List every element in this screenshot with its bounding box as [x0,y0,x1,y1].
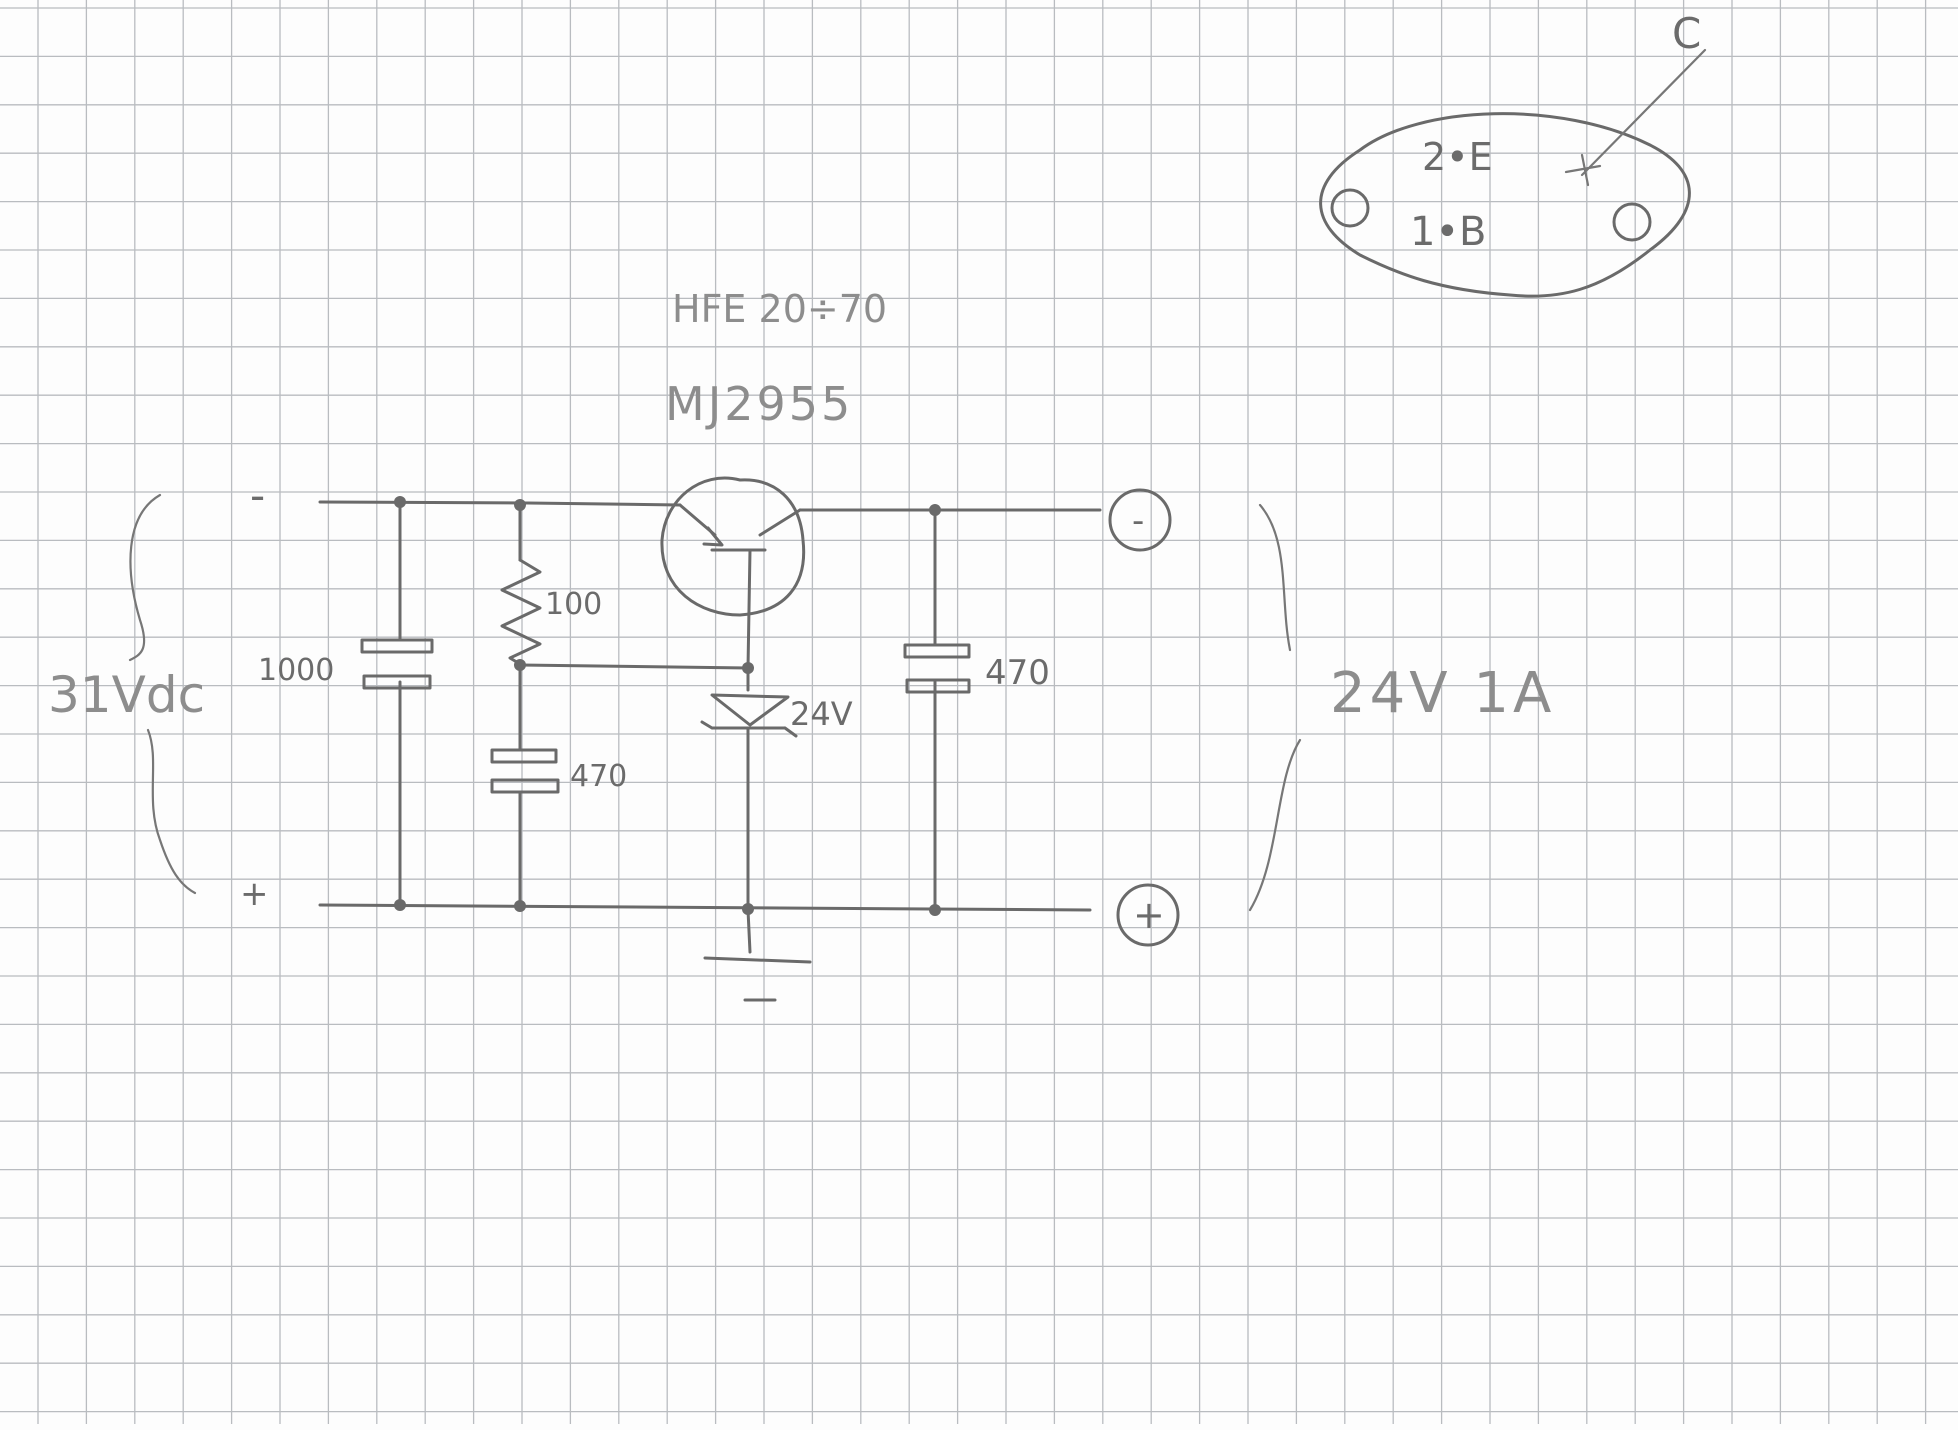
transistor-icon [678,503,802,670]
mounting-hole-icon [1330,188,1370,228]
input-voltage-label: 31Vdc [48,666,205,724]
transistor-body [660,476,806,617]
r1-value-label: 100 [545,587,602,622]
base-wire [518,663,750,670]
transistor-gain-label: HFE 20÷70 [672,287,887,331]
c2-plate-bottom [490,778,560,794]
mounting-hole-icon [1612,202,1652,242]
junction-dot [929,904,941,916]
c2-value-label: 470 [570,759,627,794]
input-negative-label: - [250,471,265,520]
input-positive-label: + [240,874,269,914]
zener-value-label: 24V [790,695,853,733]
input-brace-top [128,493,162,662]
c1-plate-top [360,638,434,654]
pin-emitter-label: 2•E [1422,135,1493,179]
ground-icon [703,908,812,1002]
negative-input-rail [318,500,682,507]
transistor-pinout: C 2•E 1•B [1319,9,1707,298]
output-spec-label: 24V 1A [1330,661,1555,726]
output-brace-bottom [1248,738,1302,912]
junction-dot [929,504,941,516]
junction-dot [514,659,526,671]
output-negative-label: - [1132,501,1144,541]
junction-dot [514,900,526,912]
c1-plate-bottom [362,674,432,690]
pin-collector-label: C [1672,9,1701,58]
c3-value-label: 470 [985,653,1050,693]
junction-dot [394,496,406,508]
c3-plate-top [903,643,971,659]
emitter-arrow-icon [702,526,724,547]
junction-dot [742,662,754,674]
c1-value-label: 1000 [258,653,334,688]
junction-dot [514,499,526,511]
positive-rail [318,903,1092,912]
circuit [318,476,1180,1002]
c2-plate-top [490,748,558,764]
junction-dot [394,899,406,911]
transistor-part-label: MJ2955 [665,377,853,431]
output-positive-label: + [1133,893,1165,937]
pin-base-label: 1•B [1410,209,1486,255]
output-negative-terminal [1108,488,1172,552]
c3-plate-bottom [905,678,971,694]
output-positive-terminal [1116,883,1180,947]
input-brace-bottom [146,728,197,895]
junction-dot [742,903,754,915]
output-brace-top [1258,503,1292,652]
